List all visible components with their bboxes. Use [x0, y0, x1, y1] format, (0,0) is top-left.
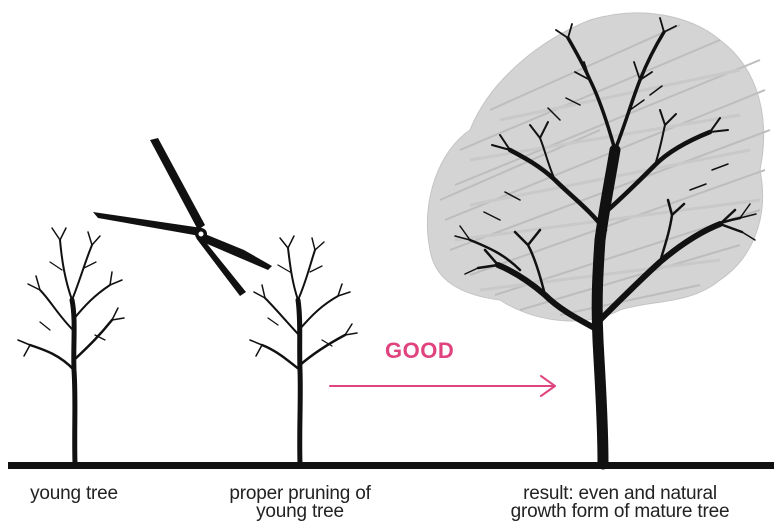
- result-caption: result: even and natural growth form of …: [470, 485, 770, 521]
- pruning-caption-line-2: young tree: [200, 503, 400, 521]
- young-tree-caption-line: young tree: [0, 485, 148, 503]
- hedge-shears-icon: [93, 138, 272, 296]
- ground-line: [8, 462, 774, 469]
- result-caption-line-2: growth form of mature tree: [470, 503, 770, 521]
- pruning-caption: proper pruning of young tree: [200, 485, 400, 521]
- young-tree-caption: young tree: [0, 485, 148, 503]
- young-tree: [18, 228, 124, 464]
- arrow-right-icon: [330, 376, 555, 396]
- pruned-young-tree: [250, 236, 357, 464]
- good-arrow-label: GOOD: [385, 338, 454, 364]
